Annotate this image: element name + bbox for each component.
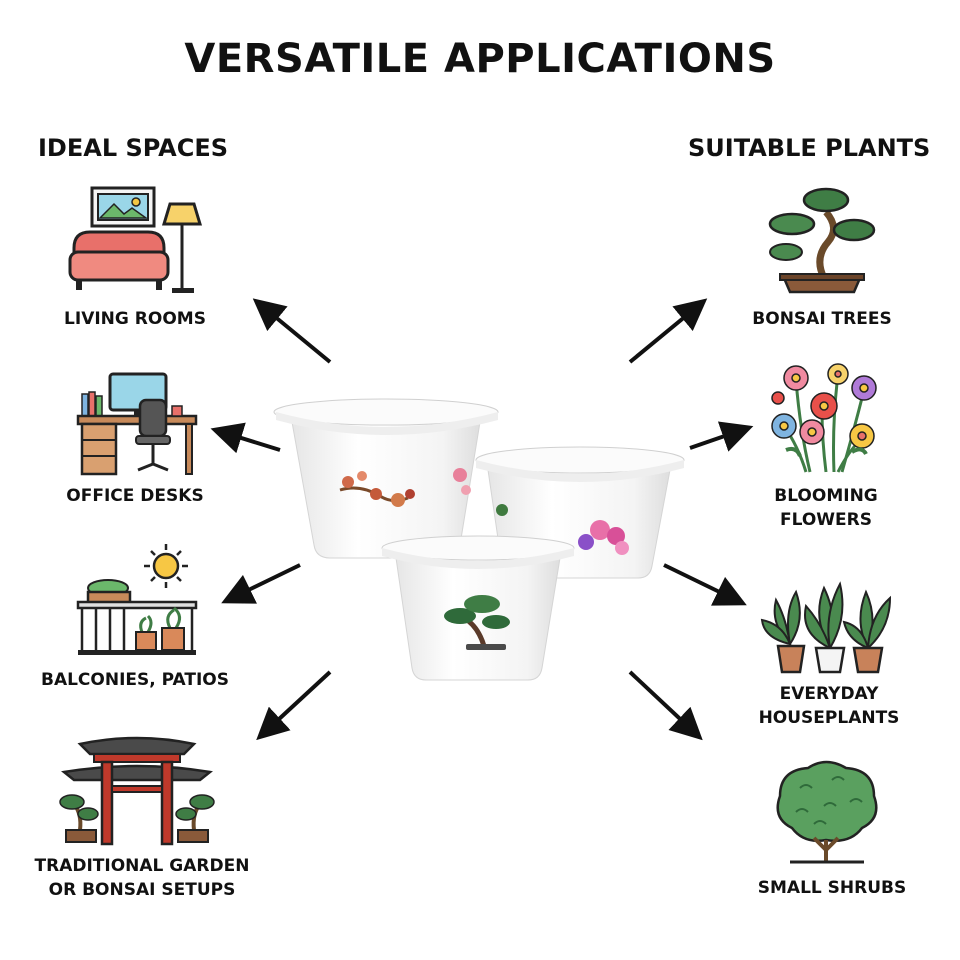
label-office-desks: OFFICE DESKS (66, 486, 204, 506)
balcony-icon (76, 544, 198, 655)
office-desk-icon (76, 372, 198, 476)
flowers-icon (771, 363, 877, 473)
arrow-houseplants (663, 563, 747, 606)
bonsai-tree-icon (768, 187, 876, 294)
page-title: VERSATILE APPLICATIONS (184, 36, 776, 82)
label-living-rooms: LIVING ROOMS (64, 309, 206, 329)
label-bonsai-trees: BONSAI TREES (752, 309, 892, 329)
arrow-bonsai (628, 298, 708, 364)
label-houseplants: EVERYDAY HOUSEPLANTS (699, 682, 959, 730)
label-houseplants-line2: HOUSEPLANTS (758, 708, 900, 728)
label-flowers-line2: FLOWERS (780, 510, 872, 530)
label-balconies: BALCONIES, PATIOS (40, 670, 229, 690)
shrub-icon (776, 760, 878, 864)
sofa-lamp-icon (68, 186, 203, 293)
label-small-shrubs: SMALL SHRUBS (757, 878, 907, 898)
arrow-balconies (221, 563, 301, 604)
garden-gate-icon (59, 736, 215, 846)
large-pot (273, 398, 499, 559)
label-garden-line2: OR BONSAI SETUPS (48, 880, 236, 900)
small-pot (381, 535, 575, 681)
label-flowers: BLOOMING FLOWERS (696, 484, 956, 532)
houseplants-icon (760, 581, 892, 674)
suitable-plants-heading: SUITABLE PLANTS (688, 134, 931, 162)
flower-pots-image (273, 398, 685, 681)
label-houseplants-line1: EVERYDAY (779, 684, 879, 704)
arrow-shrubs (628, 670, 703, 741)
arrow-garden (256, 670, 332, 741)
label-flowers-line1: BLOOMING (774, 486, 878, 506)
arrow-flowers (689, 421, 754, 452)
label-garden-line1: TRADITIONAL GARDEN (34, 856, 250, 876)
arrow-office-desks (210, 422, 281, 454)
label-garden: TRADITIONAL GARDEN OR BONSAI SETUPS (12, 854, 272, 902)
arrow-living-rooms (252, 298, 332, 364)
ideal-spaces-heading: IDEAL SPACES (38, 134, 229, 162)
